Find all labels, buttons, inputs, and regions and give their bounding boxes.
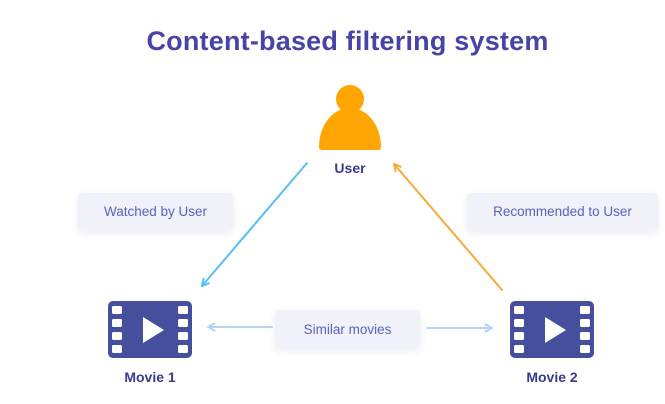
- user-node: User: [319, 84, 381, 176]
- diagram-title: Content-based filtering system: [146, 26, 549, 56]
- movie1-node: Movie 1: [108, 301, 192, 385]
- movie2-node: Movie 2: [510, 301, 594, 385]
- movie2-node-label: Movie 2: [526, 369, 578, 385]
- similar-movies-label: Similar movies: [275, 310, 420, 348]
- watched-by-user-label: Watched by User: [78, 193, 233, 230]
- play-icon: [142, 316, 164, 343]
- recommended-to-user-label: Recommended to User: [467, 193, 658, 230]
- film-play-icon: [108, 301, 192, 358]
- movie1-node-label: Movie 1: [124, 369, 176, 385]
- film-play-icon: [510, 301, 594, 358]
- user-node-label: User: [334, 160, 366, 176]
- play-icon: [544, 316, 566, 343]
